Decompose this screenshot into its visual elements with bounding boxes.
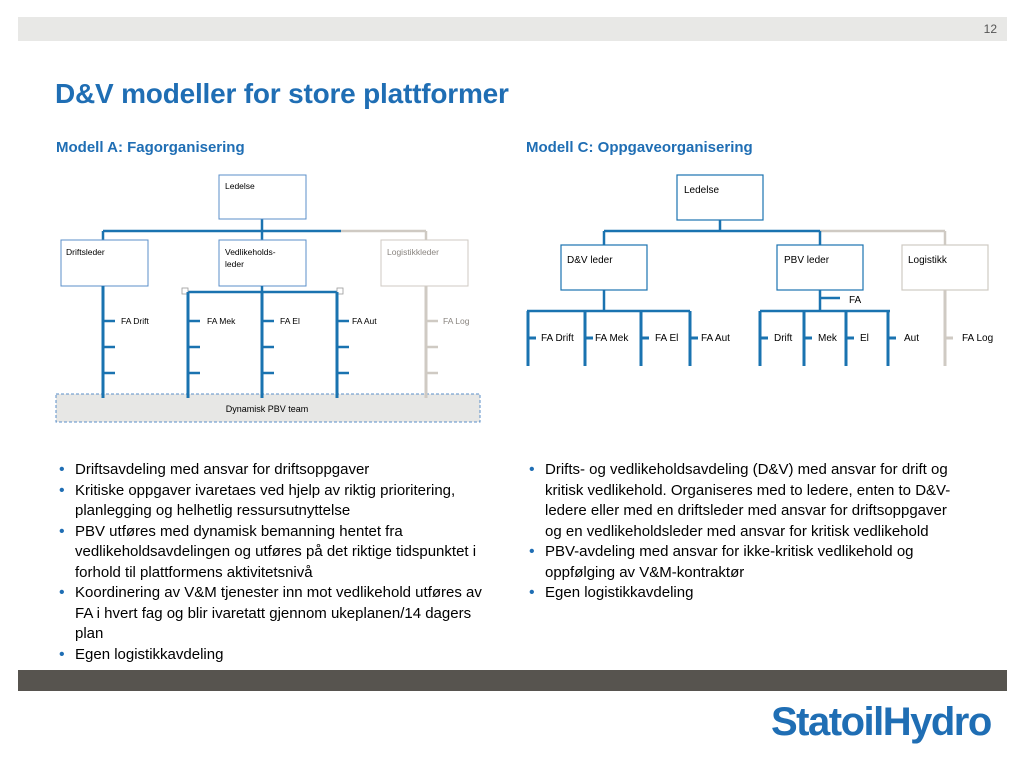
fa-aut-label: FA Aut	[352, 316, 377, 326]
vedlikeholdsleder-label-2: leder	[225, 259, 244, 269]
mek-label: Mek	[818, 333, 838, 344]
top-bar: 12	[18, 17, 1007, 41]
bullet-item: Egen logistikkavdeling	[56, 645, 496, 666]
handle-marker	[181, 287, 189, 295]
logistikkleder-label: Logistikkleder	[387, 247, 439, 257]
logistikk-label: Logistikk	[908, 255, 948, 266]
fa-label: FA	[849, 295, 862, 306]
model-a-bullets: Driftsavdeling med ansvar for driftsoppg…	[56, 460, 496, 665]
bullet-item: Egen logistikkavdeling	[526, 583, 966, 604]
model-a-heading: Modell A: Fagorganisering	[56, 139, 245, 156]
ledelse-box	[218, 174, 307, 220]
bullet-item: PBV-avdeling med ansvar for ikke-kritisk…	[526, 542, 966, 583]
ledelse-label: Ledelse	[684, 185, 719, 196]
fa-drift-label: FA Drift	[121, 316, 150, 326]
dynamic-pbv-team-box	[55, 393, 481, 423]
dv-leder-label: D&V leder	[567, 255, 613, 266]
page-title: D&V modeller for store plattformer	[55, 78, 509, 109]
ledelse-box	[676, 174, 764, 221]
bullet-item: Koordinering av V&M tjenester inn mot ve…	[56, 583, 496, 645]
fa-mek-label: FA Mek	[595, 333, 629, 344]
fa-aut-label: FA Aut	[701, 333, 730, 344]
bullet-item: Driftsavdeling med ansvar for driftsoppg…	[56, 460, 496, 481]
bullet-item: Kritiske oppgaver ivaretaes ved hjelp av…	[56, 481, 496, 522]
fa-mek-label: FA Mek	[207, 316, 236, 326]
team-label: Dynamisk PBV team	[226, 404, 309, 414]
fa-drift-label: FA Drift	[541, 333, 574, 344]
driftsleder-label: Driftsleder	[66, 247, 105, 257]
vedlikeholdsleder-box	[218, 239, 307, 287]
bullet-item: Drifts- og vedlikeholdsavdeling (D&V) me…	[526, 460, 966, 542]
drift-label: Drift	[774, 333, 793, 344]
footer-bar	[18, 670, 1007, 691]
vedlikeholdsleder-label-1: Vedlikeholds-	[225, 247, 276, 257]
logistikk-box	[901, 244, 989, 291]
page-number: 12	[983, 22, 997, 36]
logistikkleder-box	[380, 239, 469, 287]
el-label: El	[860, 333, 869, 344]
pbv-leder-label: PBV leder	[784, 255, 830, 266]
handle-marker	[336, 287, 344, 295]
ledelse-label: Ledelse	[225, 181, 255, 191]
pbv-leder-box	[776, 244, 864, 291]
model-c-heading: Modell C: Oppgaveorganisering	[526, 139, 753, 156]
bullet-item: PBV utføres med dynamisk bemanning hente…	[56, 522, 496, 584]
fa-log-label: FA Log	[962, 333, 993, 344]
statoilhydro-logo: StatoilHydro	[771, 700, 992, 744]
aut-label: Aut	[904, 333, 919, 344]
fa-el-label: FA El	[280, 316, 300, 326]
model-c-bullets: Drifts- og vedlikeholdsavdeling (D&V) me…	[526, 460, 966, 604]
dv-leder-box	[560, 244, 648, 291]
fa-log-label: FA Log	[443, 316, 470, 326]
fa-el-label: FA El	[655, 333, 678, 344]
